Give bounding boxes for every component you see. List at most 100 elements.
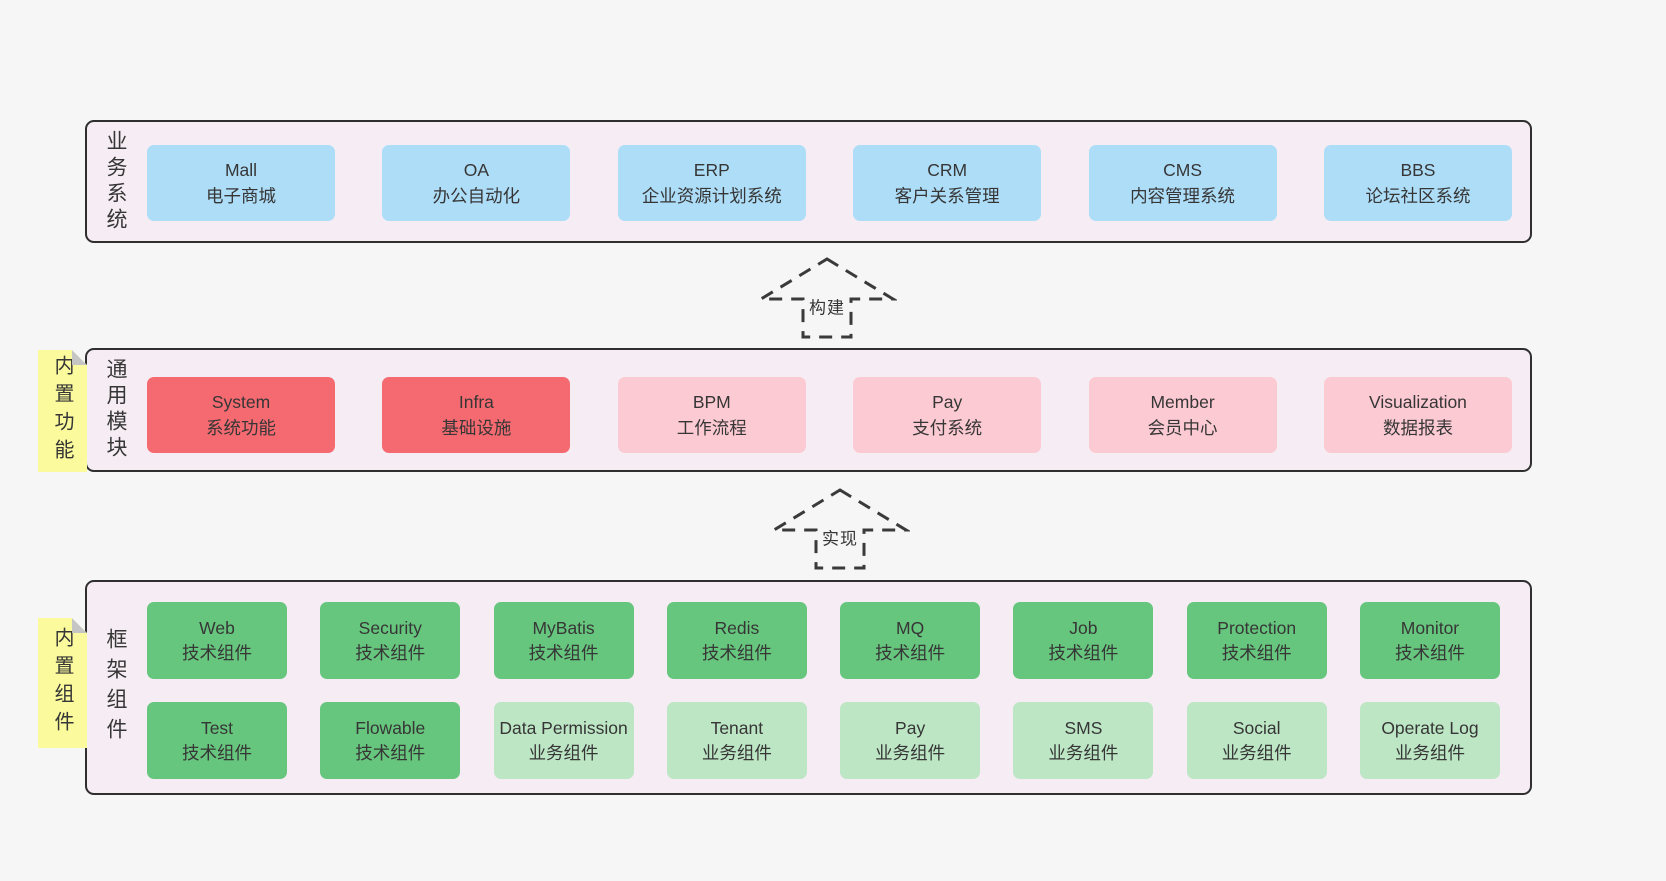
- node-title: Mall: [224, 159, 258, 180]
- node-title: Pay: [895, 718, 926, 739]
- sticky-built-in-components: 内置组件: [38, 618, 87, 748]
- node-member: Member 会员中心: [1088, 377, 1277, 453]
- node-subtitle: 技术组件: [875, 642, 946, 663]
- node-subtitle: 内容管理系统: [1130, 186, 1236, 206]
- node-subtitle: 业务组件: [1221, 742, 1292, 763]
- node-visualization: Visualization 数据报表: [1323, 377, 1512, 453]
- node-subtitle: 业务组件: [528, 742, 599, 763]
- layer-label-business: 业务系统: [104, 129, 127, 234]
- layer-business-systems: 业务系统 Mall 电子商城 OA 办公自动化 ERP 企业资源计划系统 CRM…: [85, 120, 1532, 243]
- dashed-up-arrow-icon: [757, 257, 897, 339]
- layer-common-modules: 通用模块 System 系统功能 Infra 基础设施 BPM 工作流程 Pay…: [85, 348, 1532, 472]
- node-mybatis: MyBatis 技术组件: [493, 602, 634, 679]
- node-title: Member: [1150, 391, 1215, 412]
- node-title: Test: [200, 718, 234, 739]
- node-subtitle: 办公自动化: [432, 186, 521, 206]
- node-subtitle: 技术组件: [701, 642, 772, 663]
- node-title: MQ: [896, 618, 925, 639]
- node-title: MyBatis: [532, 618, 595, 639]
- node-subtitle: 电子商城: [206, 186, 276, 206]
- node-title: System: [211, 391, 271, 412]
- node-crm: CRM 客户关系管理: [853, 145, 1042, 221]
- arrow-implement-label: 实现: [818, 523, 862, 551]
- node-system: System 系统功能: [147, 377, 335, 453]
- node-title: Redis: [714, 618, 760, 639]
- node-mall: Mall 电子商城: [147, 145, 335, 221]
- layer-label-modules: 通用模块: [104, 358, 127, 462]
- node-subtitle: 支付系统: [912, 418, 983, 438]
- node-subtitle: 技术组件: [1394, 642, 1465, 663]
- node-job: Job 技术组件: [1013, 602, 1154, 679]
- node-subtitle: 基础设施: [441, 418, 512, 438]
- node-title: Tenant: [710, 718, 764, 739]
- node-title: Web: [199, 618, 235, 639]
- sticky-built-in-features: 内置功能: [38, 350, 87, 472]
- node-title: ERP: [693, 159, 730, 180]
- node-social: Social 业务组件: [1186, 702, 1327, 779]
- node-title: Flowable: [355, 718, 426, 739]
- node-mq: MQ 技术组件: [840, 602, 981, 679]
- arrow-implement: 实现: [770, 487, 910, 571]
- node-title: Visualization: [1368, 391, 1467, 412]
- node-subtitle: 技术组件: [528, 642, 599, 663]
- arrow-build-label: 构建: [805, 292, 849, 320]
- node-tenant: Tenant 业务组件: [666, 702, 807, 779]
- node-subtitle: 技术组件: [355, 642, 426, 663]
- node-title: Operate Log: [1381, 718, 1479, 739]
- node-web: Web 技术组件: [147, 602, 287, 679]
- node-subtitle: 工作流程: [676, 418, 747, 438]
- sticky-label: 内置组件: [51, 627, 73, 739]
- node-subtitle: 技术组件: [182, 642, 252, 663]
- node-cms: CMS 内容管理系统: [1088, 145, 1277, 221]
- node-title: Job: [1069, 618, 1098, 639]
- component-nodes-row-1: Web 技术组件 Security 技术组件 MyBatis 技术组件 Redi…: [147, 602, 1500, 679]
- node-infra: Infra 基础设施: [382, 377, 571, 453]
- node-pay-component: Pay 业务组件: [840, 702, 981, 779]
- node-erp: ERP 企业资源计划系统: [617, 145, 806, 221]
- node-redis: Redis 技术组件: [666, 602, 807, 679]
- node-title: Infra: [458, 391, 494, 412]
- dashed-up-arrow-icon: [770, 488, 910, 570]
- node-title: BPM: [692, 391, 731, 412]
- node-title: Security: [358, 618, 422, 639]
- node-title: OA: [463, 159, 490, 180]
- node-monitor: Monitor 技术组件: [1359, 602, 1500, 679]
- node-oa: OA 办公自动化: [382, 145, 571, 221]
- node-bbs: BBS 论坛社区系统: [1323, 145, 1512, 221]
- node-title: Monitor: [1400, 618, 1460, 639]
- business-nodes-row: Mall 电子商城 OA 办公自动化 ERP 企业资源计划系统 CRM 客户关系…: [147, 145, 1512, 221]
- node-pay-module: Pay 支付系统: [853, 377, 1042, 453]
- node-title: CRM: [927, 159, 968, 180]
- module-nodes-row: System 系统功能 Infra 基础设施 BPM 工作流程 Pay 支付系统…: [147, 377, 1512, 453]
- node-subtitle: 业务组件: [875, 742, 946, 763]
- node-subtitle: 技术组件: [355, 742, 426, 763]
- node-data-permission: Data Permission 业务组件: [493, 702, 634, 779]
- node-flowable: Flowable 技术组件: [320, 702, 461, 779]
- node-subtitle: 技术组件: [182, 742, 252, 763]
- node-test: Test 技术组件: [147, 702, 287, 779]
- node-title: Data Permission: [499, 718, 628, 739]
- node-security: Security 技术组件: [320, 602, 461, 679]
- node-subtitle: 企业资源计划系统: [641, 186, 782, 206]
- node-title: SMS: [1064, 718, 1103, 739]
- node-subtitle: 业务组件: [1394, 742, 1465, 763]
- layer-framework-components: 框架组件 Web 技术组件 Security 技术组件 MyBatis 技术组件…: [85, 580, 1532, 795]
- node-title: BBS: [1400, 159, 1436, 180]
- node-sms: SMS 业务组件: [1013, 702, 1154, 779]
- node-subtitle: 会员中心: [1147, 418, 1218, 438]
- node-title: CMS: [1163, 159, 1202, 180]
- node-title: Protection: [1217, 618, 1297, 639]
- node-bpm: BPM 工作流程: [617, 377, 806, 453]
- node-subtitle: 系统功能: [206, 418, 276, 438]
- node-subtitle: 客户关系管理: [894, 186, 1000, 206]
- layer-label-components: 框架组件: [104, 627, 127, 748]
- node-subtitle: 业务组件: [701, 742, 772, 763]
- component-nodes-row-2: Test 技术组件 Flowable 技术组件 Data Permission …: [147, 702, 1500, 779]
- node-subtitle: 论坛社区系统: [1365, 186, 1471, 206]
- node-subtitle: 技术组件: [1221, 642, 1292, 663]
- node-title: Social: [1232, 718, 1281, 739]
- sticky-label: 内置功能: [51, 355, 73, 467]
- node-subtitle: 数据报表: [1382, 418, 1453, 438]
- node-title: Pay: [932, 391, 963, 412]
